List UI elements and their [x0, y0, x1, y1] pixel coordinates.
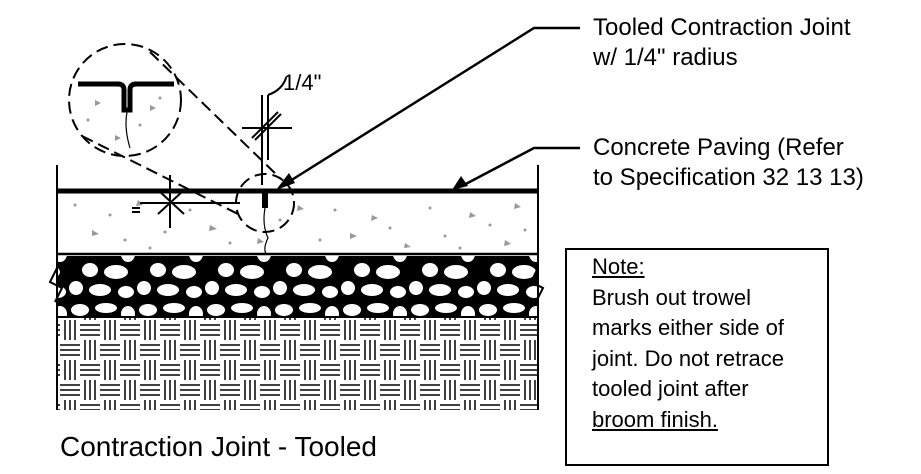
subgrade-layer	[57, 318, 538, 410]
aggregate-base-layer	[57, 256, 538, 316]
tooled-joint-label-line2: w/ 1/4" radius	[593, 44, 738, 71]
dimension-equal	[132, 175, 240, 228]
note-line-5: broom finish.	[592, 406, 718, 432]
note-box	[565, 248, 829, 466]
tooled-joint	[262, 191, 269, 255]
enlarged-joint-detail	[78, 81, 174, 149]
dimension-label: 1/4"	[283, 70, 322, 95]
concrete-aggregate-specks	[73, 200, 527, 250]
leader-lines	[281, 26, 580, 188]
tooled-joint-label-line1: Tooled Contraction Joint	[593, 14, 851, 41]
leader-arrowheads	[276, 173, 468, 190]
note-line-4: tooled joint after	[592, 376, 749, 401]
note-line-3: joint. Do not retrace	[592, 345, 784, 371]
concrete-paving-label-line2: to Specification 32 13 13)	[593, 164, 864, 191]
break-symbols	[48, 267, 545, 303]
concrete-paving-label-line1: Concrete Paving (Refer	[593, 134, 844, 161]
drawing-title: Contraction Joint - Tooled	[60, 431, 377, 462]
note-heading: Note:	[592, 254, 645, 279]
note-line-1: Brush out trowel	[592, 284, 751, 310]
dimension-quarter-inch	[242, 77, 292, 185]
layer-lines	[56, 165, 539, 410]
note-line-2: marks either side of	[592, 315, 784, 340]
tooled-joint-label: Tooled Contraction Joint w/ 1/4" radius	[593, 13, 850, 73]
concrete-slab	[57, 192, 538, 254]
concrete-paving-label: Concrete Paving (Refer to Specification …	[593, 133, 864, 193]
note-text: Note: Brush out trowel marks either side…	[592, 252, 784, 435]
